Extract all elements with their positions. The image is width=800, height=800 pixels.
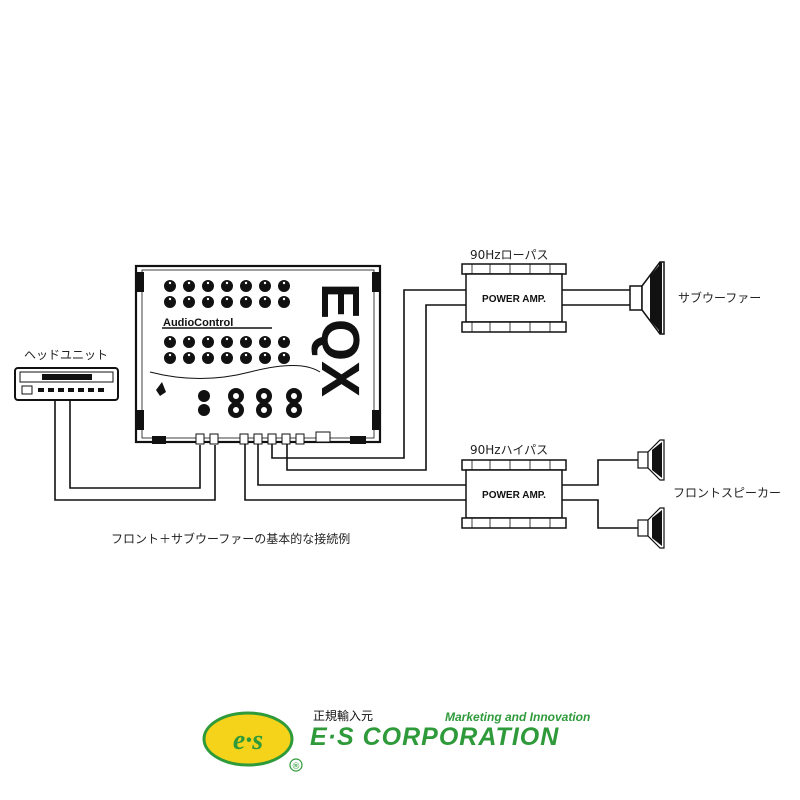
company-name: E·S CORPORATION [310, 723, 560, 751]
eq-knob-indicator [206, 353, 210, 357]
subwoofer-label: サブウーファー [678, 291, 762, 305]
eq-knob [183, 336, 195, 348]
eq-knob [259, 296, 271, 308]
eq-knob-indicator [168, 281, 172, 285]
eq-knob-indicator [244, 281, 248, 285]
eq-knob [278, 336, 290, 348]
eq-knob-indicator [244, 297, 248, 301]
lowpass-power-amp: POWER AMP. [461, 263, 567, 333]
eq-knob-grid [164, 280, 290, 364]
eq-knob-indicator [225, 337, 229, 341]
cable-lowpass-amp-to-subwoofer [560, 289, 632, 306]
eq-knob-indicator [187, 353, 191, 357]
eq-knob-indicator [244, 353, 248, 357]
footer-branding: e·s ® 正規輸入元 Marketing and Innovation E·S… [200, 705, 620, 775]
eq-knob-indicator [187, 281, 191, 285]
eq-knob-indicator [206, 297, 210, 301]
highpass-power-amp: POWER AMP. [461, 459, 567, 529]
eq-knob [221, 336, 233, 348]
eq-knob-indicator [244, 337, 248, 341]
cable-highpass-amp-to-front-speakers [560, 459, 640, 529]
front-speakers-label: フロントスピーカー [673, 486, 782, 500]
eq-knob [259, 280, 271, 292]
eq-knob-indicator [263, 297, 267, 301]
es-logo: e·s ® [202, 711, 303, 772]
import-label: 正規輸入元 [313, 709, 374, 723]
eq-knob [202, 296, 214, 308]
eqx-processor: AudioControl EQX [134, 264, 382, 445]
eq-knob [164, 352, 176, 364]
eq-knob [240, 336, 252, 348]
eq-knob [240, 296, 252, 308]
svg-text:e·s: e·s [233, 725, 263, 756]
eq-knob-indicator [168, 353, 172, 357]
eq-knob [278, 296, 290, 308]
eq-knob [278, 280, 290, 292]
eq-knob-indicator [282, 297, 286, 301]
eq-knob [164, 296, 176, 308]
front-speaker-lower-icon [637, 507, 665, 549]
eq-knob-indicator [225, 281, 229, 285]
eq-knob-indicator [187, 337, 191, 341]
lowpass-label: 90Hzローパス [470, 248, 549, 262]
eq-knob [240, 280, 252, 292]
eq-knob [183, 352, 195, 364]
eq-knob [259, 336, 271, 348]
eq-knob-indicator [206, 281, 210, 285]
highpass-label: 90Hzハイパス [470, 443, 549, 457]
eq-knob [183, 280, 195, 292]
eq-knob-indicator [225, 297, 229, 301]
highpass-amp-label: POWER AMP. [482, 490, 546, 501]
cable-eq-to-highpass-amp [244, 440, 468, 501]
cable-head-unit-to-eq [54, 400, 216, 501]
device-brand-text: AudioControl [163, 317, 233, 329]
subwoofer-icon [629, 261, 665, 335]
head-unit-label: ヘッドユニット [24, 348, 109, 362]
eq-knob [164, 336, 176, 348]
eq-knob [202, 352, 214, 364]
eq-knob [278, 352, 290, 364]
lowpass-amp-label: POWER AMP. [482, 294, 546, 305]
eq-knob-indicator [206, 337, 210, 341]
eq-knob-indicator [187, 297, 191, 301]
svg-text:®: ® [292, 762, 301, 772]
eq-knob-indicator [168, 297, 172, 301]
cable-eq-to-lowpass-amp [271, 289, 468, 471]
eq-knob [221, 280, 233, 292]
diagram-caption: フロント＋サブウーファーの基本的な接続例 [111, 532, 351, 546]
front-speaker-upper-icon [637, 439, 665, 481]
svg-text:EQX: EQX [310, 283, 370, 397]
eq-knob-indicator [282, 281, 286, 285]
eq-knob-indicator [225, 353, 229, 357]
eq-knob [202, 280, 214, 292]
eqx-logo: EQX [310, 280, 370, 406]
eq-knob [183, 296, 195, 308]
eq-knob-indicator [263, 337, 267, 341]
eq-knob [221, 296, 233, 308]
eq-knob [164, 280, 176, 292]
eq-knob-indicator [282, 353, 286, 357]
eq-connectors [152, 431, 366, 445]
eq-knob [240, 352, 252, 364]
eq-knob-indicator [168, 337, 172, 341]
tagline: Marketing and Innovation [445, 710, 591, 724]
eq-knob [221, 352, 233, 364]
eq-knob-indicator [263, 353, 267, 357]
eq-knob [259, 352, 271, 364]
eq-knob [202, 336, 214, 348]
head-unit [14, 367, 119, 401]
eq-knob-indicator [263, 281, 267, 285]
eq-knob-indicator [282, 337, 286, 341]
